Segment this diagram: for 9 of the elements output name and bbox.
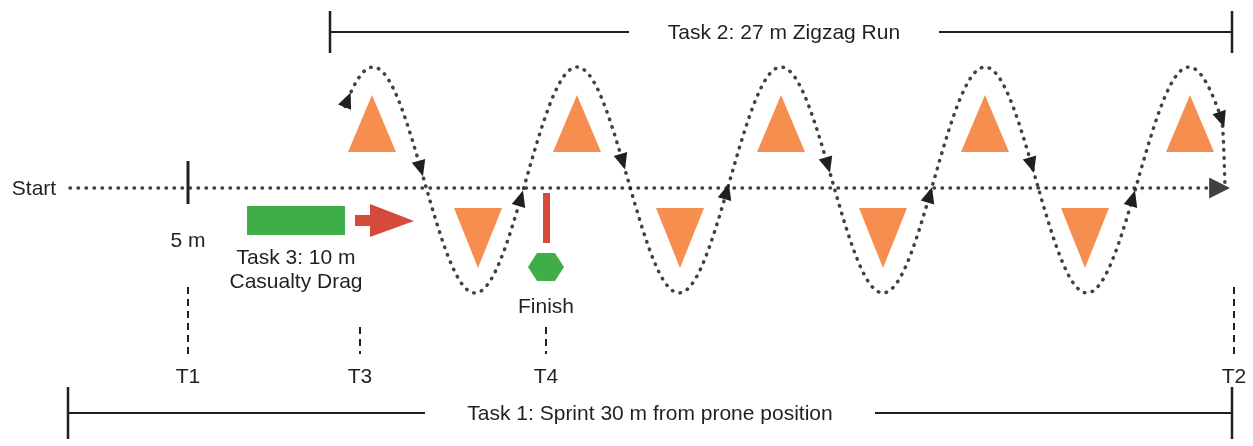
timing-gate-label: T1 <box>174 364 202 388</box>
start-label: Start <box>10 176 58 200</box>
distance-label: 5 m <box>169 228 207 252</box>
casualty-bar <box>247 206 345 235</box>
finish-label: Finish <box>517 294 575 318</box>
task-title: Task 3: 10 m Casualty Drag <box>228 245 364 293</box>
timing-gate-label: T3 <box>346 364 374 388</box>
timing-gate-label: T2 <box>1220 364 1248 388</box>
timing-gate-label: T4 <box>532 364 560 388</box>
